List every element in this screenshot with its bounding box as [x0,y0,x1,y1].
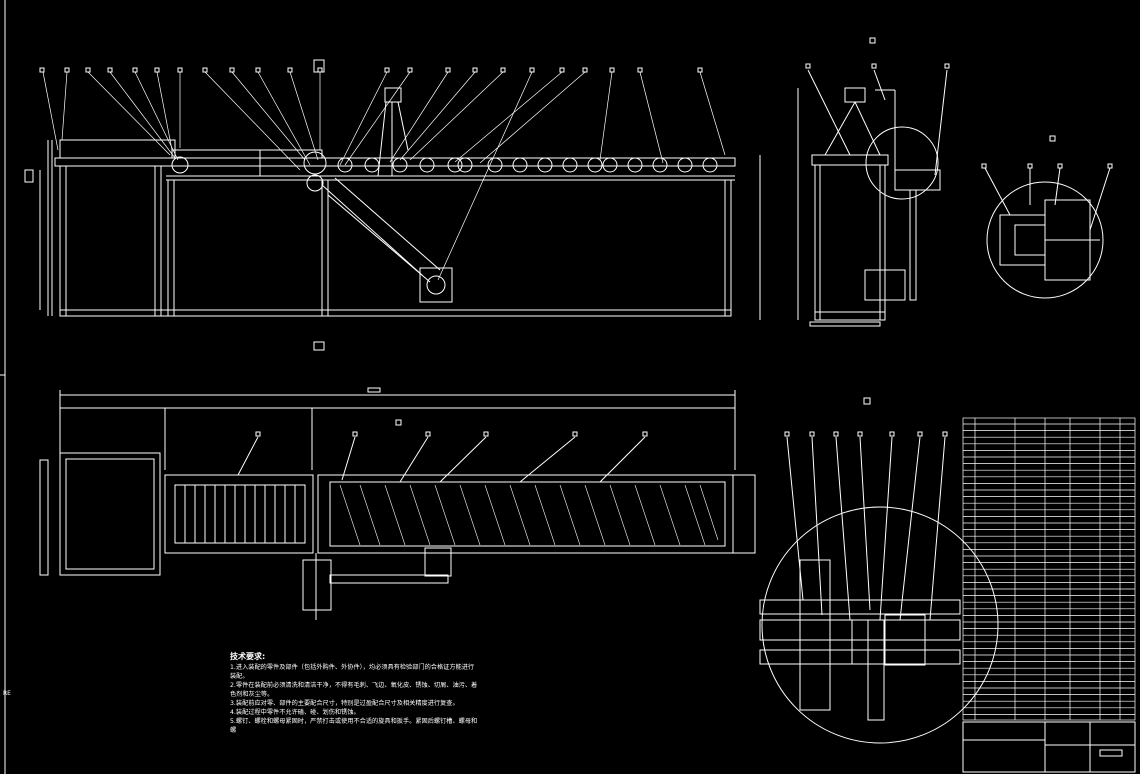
balloons [39,67,703,73]
section-detail [759,397,999,744]
tech-line: 2.零件在装配前必须清洗和清洁干净，不得有毛刺、飞边、氧化皮、锈蚀、切屑、油污、… [230,682,478,698]
title-block [962,721,1136,773]
detail-circle [981,135,1113,299]
rollers [171,151,718,192]
tech-requirements-title: 技术要求: [230,652,266,661]
tech-line: 5.螺钉、螺栓和螺母紧固时，严禁打击或使用不合适的旋具和扳手。紧固后螺钉槽、螺母… [230,718,478,734]
leader-lines [42,71,726,281]
tech-requirements: 技术要求: 1.进入装配的零件及部件（包括外购件、外协件），均必须具有检验部门的… [230,652,480,735]
front-view [24,59,761,351]
side-view [797,37,950,327]
plan-view [39,387,756,620]
tech-line: 4.装配过程中零件不允许磕、碰、划伤和锈蚀。 [230,709,360,716]
side-mark: RE [3,690,11,697]
parts-list [962,417,1136,721]
tech-line: 3.装配前应对零、部件的主要配合尺寸，特别是过盈配合尺寸及相关精度进行复查。 [230,700,459,707]
tech-line: 1.进入装配的零件及部件（包括外购件、外协件），均必须具有检验部门的合格证方能进… [230,664,475,680]
